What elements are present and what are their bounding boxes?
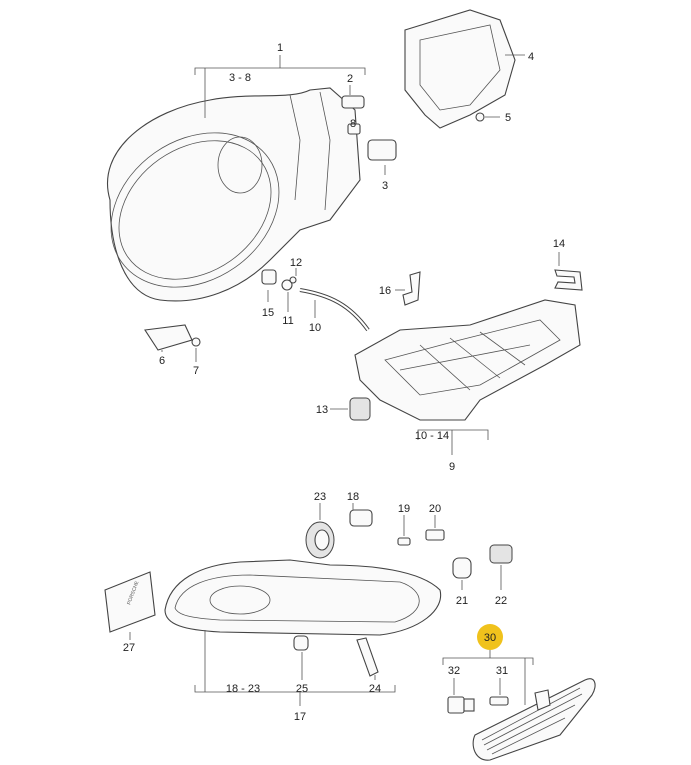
bulb-20[interactable] xyxy=(425,529,445,541)
callout-22[interactable]: 22 xyxy=(495,595,507,607)
mounting-tray-9[interactable] xyxy=(354,299,581,421)
callout-21[interactable]: 21 xyxy=(456,595,468,607)
bulb-holder-32[interactable] xyxy=(447,696,475,714)
callout-2[interactable]: 2 xyxy=(347,73,353,85)
plug-13[interactable] xyxy=(349,397,371,421)
highlight-badge-30[interactable] xyxy=(477,624,503,650)
callout-24[interactable]: 24 xyxy=(369,683,381,695)
bracket-16[interactable] xyxy=(402,271,421,306)
callout-10-14[interactable]: 10 - 14 xyxy=(415,430,449,442)
nut-11[interactable] xyxy=(281,279,293,291)
callout-32[interactable]: 32 xyxy=(448,665,460,677)
callout-13[interactable]: 13 xyxy=(316,404,328,416)
cap-15[interactable] xyxy=(261,269,277,285)
headlight-assembly-1[interactable] xyxy=(81,87,361,319)
callout-15[interactable]: 15 xyxy=(262,307,274,319)
label-plate-27[interactable]: PORSCHE xyxy=(104,571,156,633)
callout-16[interactable]: 16 xyxy=(379,285,391,297)
callout-7[interactable]: 7 xyxy=(193,365,199,377)
callout-3-8[interactable]: 3 - 8 xyxy=(229,72,251,84)
clip-14[interactable] xyxy=(554,269,583,291)
bulb-31[interactable] xyxy=(489,696,509,706)
hose-10[interactable] xyxy=(299,288,370,332)
side-marker-light[interactable] xyxy=(472,678,596,761)
bulb-18[interactable] xyxy=(349,509,373,527)
headlight-assembly-17[interactable] xyxy=(164,559,442,636)
callout-19[interactable]: 19 xyxy=(398,503,410,515)
callout-30[interactable]: 30 xyxy=(484,632,496,644)
callout-25[interactable]: 25 xyxy=(296,683,308,695)
callout-17[interactable]: 17 xyxy=(294,711,306,723)
callout-18[interactable]: 18 xyxy=(347,491,359,503)
callout-11[interactable]: 11 xyxy=(282,315,293,327)
lamp-control-6[interactable] xyxy=(144,324,193,351)
callout-3[interactable]: 3 xyxy=(382,180,388,192)
seal-12[interactable] xyxy=(289,276,297,284)
callout-8[interactable]: 8 xyxy=(350,118,356,130)
cover-4[interactable] xyxy=(404,9,516,129)
bulb-19[interactable] xyxy=(397,537,411,546)
callout-18-23[interactable]: 18 - 23 xyxy=(226,683,260,695)
callout-31[interactable]: 31 xyxy=(496,665,508,677)
bulb-2[interactable] xyxy=(341,95,365,109)
bulb-21[interactable] xyxy=(452,557,472,579)
callout-20[interactable]: 20 xyxy=(429,503,441,515)
callout-23[interactable]: 23 xyxy=(314,491,326,503)
callout-9[interactable]: 9 xyxy=(449,461,455,473)
bulb-holder-8[interactable] xyxy=(347,123,361,135)
callout-4[interactable]: 4 xyxy=(528,51,534,63)
callout-10[interactable]: 10 xyxy=(309,322,321,334)
callout-1[interactable]: 1 xyxy=(277,42,283,54)
bulb-3[interactable] xyxy=(367,139,397,161)
callout-6[interactable]: 6 xyxy=(159,355,165,367)
screw-5[interactable] xyxy=(475,112,485,122)
screw-7[interactable] xyxy=(191,337,201,347)
callout-14[interactable]: 14 xyxy=(553,238,565,250)
grommet-25[interactable] xyxy=(293,635,309,651)
socket-22[interactable] xyxy=(489,544,513,564)
callout-12[interactable]: 12 xyxy=(290,257,302,269)
seal-23[interactable] xyxy=(305,521,335,559)
callout-27[interactable]: 27 xyxy=(123,642,135,654)
hose-24[interactable] xyxy=(356,637,379,677)
callout-5[interactable]: 5 xyxy=(505,112,511,124)
